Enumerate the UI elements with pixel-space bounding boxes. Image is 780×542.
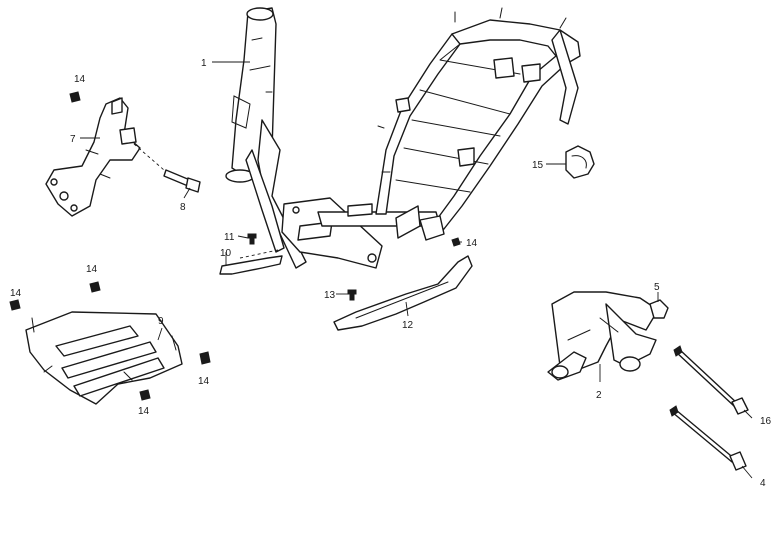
callout-14: 14 (198, 376, 210, 387)
main-frame (225, 7, 581, 269)
clamp-part-15 (565, 145, 595, 179)
bolt-part-13 (347, 289, 357, 301)
under-cover-part-9 (25, 311, 183, 405)
callout-5: 5 (654, 282, 660, 293)
callout-14: 14 (74, 74, 86, 85)
leader-lines (80, 61, 753, 479)
callout-10: 10 (220, 248, 232, 259)
strip-part-10 (219, 249, 283, 275)
callout-numbers: 1 2 4 5 7 8 9 10 11 12 13 15 16 14 14 14… (10, 58, 772, 489)
callout-9: 9 (158, 316, 164, 327)
callout-4: 4 (760, 478, 766, 489)
nut-part-14 (9, 91, 461, 401)
long-bolt-part-4 (669, 405, 747, 471)
callout-8: 8 (180, 202, 186, 213)
callout-15: 15 (532, 160, 544, 171)
bolt-part-11 (247, 233, 257, 245)
callout-16: 16 (760, 416, 772, 427)
callout-11: 11 (224, 232, 235, 243)
bracket-part-7 (45, 97, 141, 217)
bush-part-5 (649, 299, 669, 319)
bolt-part-8 (133, 143, 201, 193)
callout-14: 14 (138, 406, 150, 417)
callout-1: 1 (201, 58, 207, 69)
callout-12: 12 (402, 320, 414, 331)
swing-arm-part-2 (547, 291, 659, 381)
callout-14: 14 (466, 238, 478, 249)
callout-2: 2 (596, 390, 602, 401)
rail-strip-part-12 (333, 255, 473, 331)
callout-7: 7 (70, 134, 76, 145)
long-bolt-part-16 (673, 345, 749, 415)
callout-14: 14 (10, 288, 22, 299)
callout-14: 14 (86, 264, 98, 275)
callout-13: 13 (324, 290, 336, 301)
